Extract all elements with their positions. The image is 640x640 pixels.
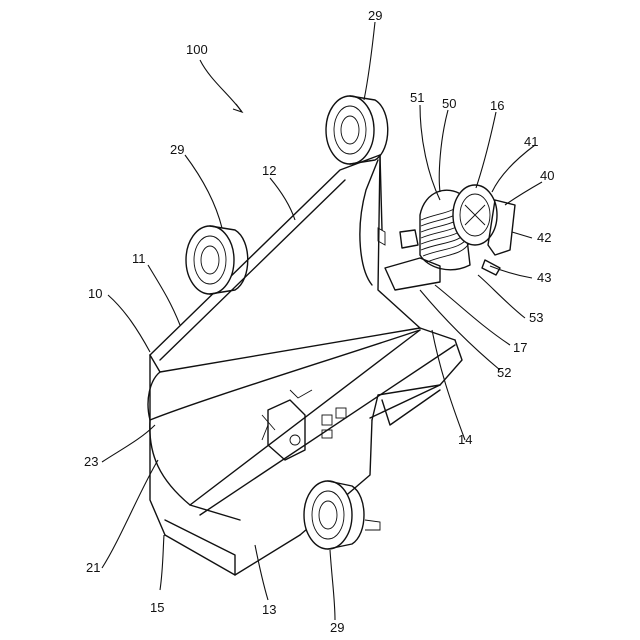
spring-assembly xyxy=(385,185,515,290)
label-17: 17 xyxy=(513,340,527,355)
label-11: 11 xyxy=(132,251,146,266)
label-53: 53 xyxy=(529,310,543,325)
label-29-left: 29 xyxy=(170,142,184,157)
label-15: 15 xyxy=(150,600,164,615)
label-13: 13 xyxy=(262,602,276,617)
label-10: 10 xyxy=(88,286,102,301)
label-50: 50 xyxy=(442,96,456,111)
front-bracket xyxy=(262,390,312,460)
label-40: 40 xyxy=(540,168,554,183)
label-42: 42 xyxy=(537,230,551,245)
label-29-top: 29 xyxy=(368,8,382,23)
roller-bottom xyxy=(304,481,380,549)
roller-top xyxy=(326,96,388,164)
label-29-bottom: 29 xyxy=(330,620,344,635)
label-21: 21 xyxy=(86,560,100,575)
label-41: 41 xyxy=(524,134,538,149)
label-16: 16 xyxy=(490,98,504,113)
label-100: 100 xyxy=(186,42,208,57)
label-43: 43 xyxy=(537,270,551,285)
label-52: 52 xyxy=(497,365,511,380)
label-23: 23 xyxy=(84,454,98,469)
label-12: 12 xyxy=(262,163,276,178)
label-51: 51 xyxy=(410,90,424,105)
label-14: 14 xyxy=(458,432,472,447)
